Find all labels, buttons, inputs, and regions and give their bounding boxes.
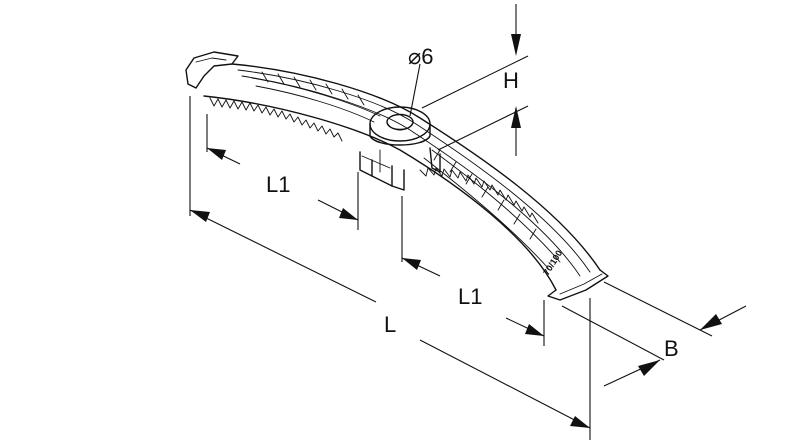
center-boss (369, 106, 431, 146)
height-label: H (503, 68, 519, 93)
dimension-l1-right: L1 (401, 196, 545, 346)
dimension-height: H (421, 4, 529, 156)
dimension-diameter: ⌀6 (408, 44, 433, 117)
mounting-legs (359, 147, 441, 191)
part-marking: 70/100 (541, 248, 564, 277)
width-label: B (664, 336, 679, 361)
l1-right-label: L1 (458, 284, 482, 309)
l1-left-label: L1 (266, 172, 290, 197)
dimension-width: B (561, 281, 747, 387)
serrated-teeth (209, 97, 343, 142)
bar-bottom-edge (203, 95, 557, 291)
dimensions: ⌀6 H L1 (189, 4, 747, 440)
dimension-l1-left: L1 (206, 114, 359, 230)
diameter-label: ⌀6 (408, 44, 433, 69)
length-label: L (384, 312, 396, 337)
clamp-bar: 70/100 (185, 51, 609, 301)
left-end-tab (185, 51, 239, 89)
bar-top-edge (231, 63, 601, 271)
dimension-length: L (189, 96, 591, 440)
right-end-tab (547, 269, 609, 301)
